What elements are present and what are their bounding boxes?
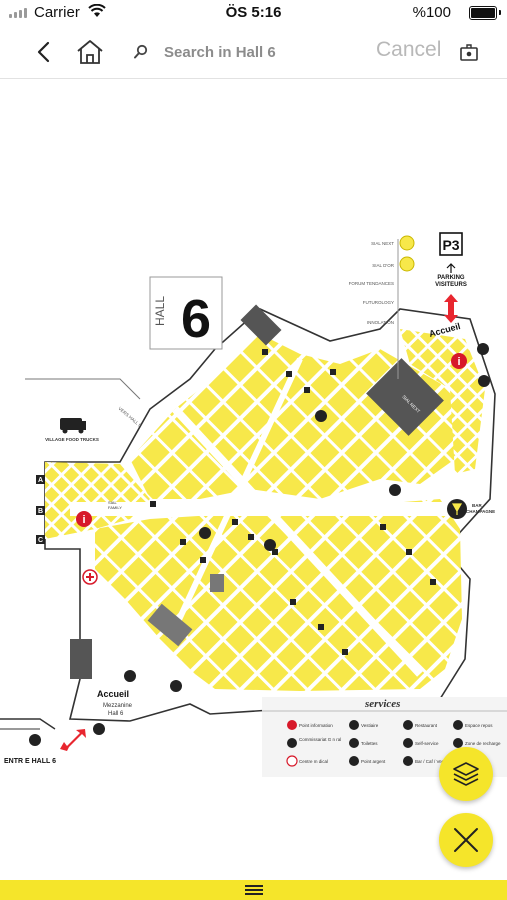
legend-label: SIAL D'OR [372, 263, 394, 268]
search-input[interactable] [160, 38, 368, 66]
layers-button[interactable] [439, 747, 493, 801]
info-point-icon[interactable]: i [451, 353, 467, 369]
row-label: A [38, 477, 43, 484]
accueil-mezzanine-sub: Hall 6 [108, 711, 124, 717]
signal-icon [9, 8, 27, 18]
service-label: Espace repos [465, 723, 493, 728]
svg-text:i: i [457, 356, 460, 368]
sial-next-stand[interactable] [366, 358, 444, 436]
service-label: Point argent [361, 759, 386, 764]
entrance-arrow-icon [60, 729, 86, 751]
service-label: Zone de recharge [465, 741, 501, 746]
hall-map[interactable]: i i HALL 6 SIAL NEXT SIAL D'OR FORUM TEN… [0, 79, 507, 880]
cancel-button[interactable]: Cancel [376, 38, 442, 61]
info-point-icon[interactable]: i [76, 511, 92, 527]
dark-stand [70, 639, 92, 679]
aisle-markers [150, 349, 436, 655]
food-trucks-label: VILLAGE FOOD TRUCKS [45, 437, 99, 442]
parking-label: VISITEURS [435, 282, 467, 288]
stands-west[interactable] [45, 462, 150, 539]
legend-label: FORUM TENDANCES [349, 281, 394, 286]
navigation-bar: Cancel [0, 26, 507, 79]
status-bar: Carrier ÖS 5:16 %100 [0, 0, 507, 26]
back-chevron-icon[interactable] [33, 40, 55, 64]
bar-label: CHAMPAGNE [466, 509, 495, 514]
service-label: Centre m dical [299, 759, 328, 764]
stands-south[interactable] [95, 499, 462, 691]
dark-stand [147, 603, 193, 647]
service-icons [29, 343, 490, 746]
service-label: Vestiaire [361, 723, 379, 728]
accueil-mezzanine-sub: Mezzanine [103, 703, 133, 709]
hall-number: 6 [181, 289, 211, 349]
bar-label: BAR [472, 503, 482, 508]
home-icon[interactable] [75, 38, 105, 66]
food-truck-icon [60, 418, 86, 434]
service-label: Self-service [415, 741, 439, 746]
stands-north[interactable] [130, 334, 455, 499]
service-label: Commissariat G n ral [299, 737, 341, 742]
vers-hall-label: VERS HALL 5 [117, 406, 142, 428]
row-label: B [38, 508, 43, 515]
services-title: services [364, 698, 400, 710]
legend-label: SIAL NEXT [371, 241, 394, 246]
entrance-arrow-icon [444, 294, 458, 323]
service-label: Point information [299, 723, 333, 728]
layers-icon [453, 762, 479, 786]
sial-family-label: FAMILY [108, 505, 122, 510]
service-label: Toilettes [361, 741, 378, 746]
legend-label: INNOLATION [367, 320, 394, 325]
search-icon [134, 44, 148, 59]
hall-word: HALL [153, 296, 167, 326]
sial-next-icon [399, 235, 415, 251]
service-label: Restaurant [415, 723, 438, 728]
carrier-name: Carrier [34, 4, 80, 21]
entrance-label: ENTR E HALL 6 [4, 758, 56, 765]
medical-centre-icon[interactable] [82, 569, 98, 585]
location-pin-icon[interactable] [459, 42, 479, 62]
dark-stand [240, 304, 282, 346]
battery-icon [469, 6, 501, 20]
dark-stand [210, 574, 224, 592]
sial-family-label: SIAL [108, 500, 117, 505]
wifi-icon [88, 4, 106, 17]
sial-dor-icon [399, 256, 415, 272]
row-label: C [38, 537, 43, 544]
status-time: ÖS 5:16 [225, 4, 282, 21]
hall-6-floor-plan[interactable]: i i HALL 6 SIAL NEXT SIAL D'OR FORUM TEN… [0, 79, 507, 880]
accueil-mezzanine-label: Accueil [97, 689, 129, 699]
parking-sign [439, 232, 463, 256]
legend-label: FUTUROLOGY [363, 300, 394, 305]
svg-text:i: i [82, 514, 85, 526]
close-icon [454, 828, 478, 852]
parking-label: PARKING [437, 275, 465, 281]
battery-percent: %100 [412, 4, 451, 21]
bottom-drawer-bar[interactable] [0, 880, 507, 900]
parking-number: P3 [442, 237, 459, 253]
close-map-button[interactable] [439, 813, 493, 867]
menu-icon[interactable] [244, 885, 263, 895]
